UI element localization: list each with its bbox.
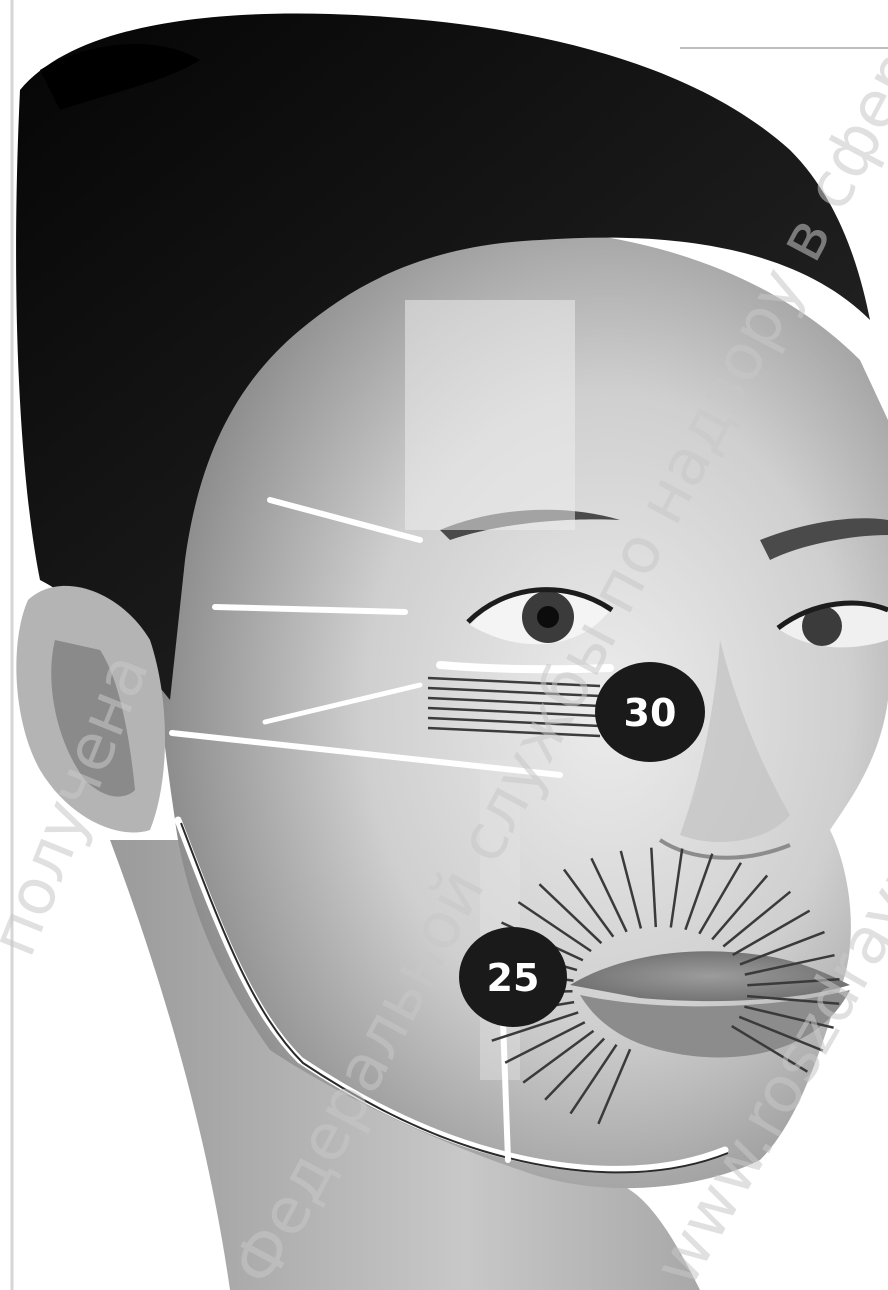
badge-25-label: 25 — [487, 956, 540, 1000]
badge-25: 25 — [459, 927, 567, 1027]
pupil-left — [537, 606, 559, 628]
forehead-highlight — [405, 300, 575, 530]
badge-30-label: 30 — [624, 691, 677, 735]
